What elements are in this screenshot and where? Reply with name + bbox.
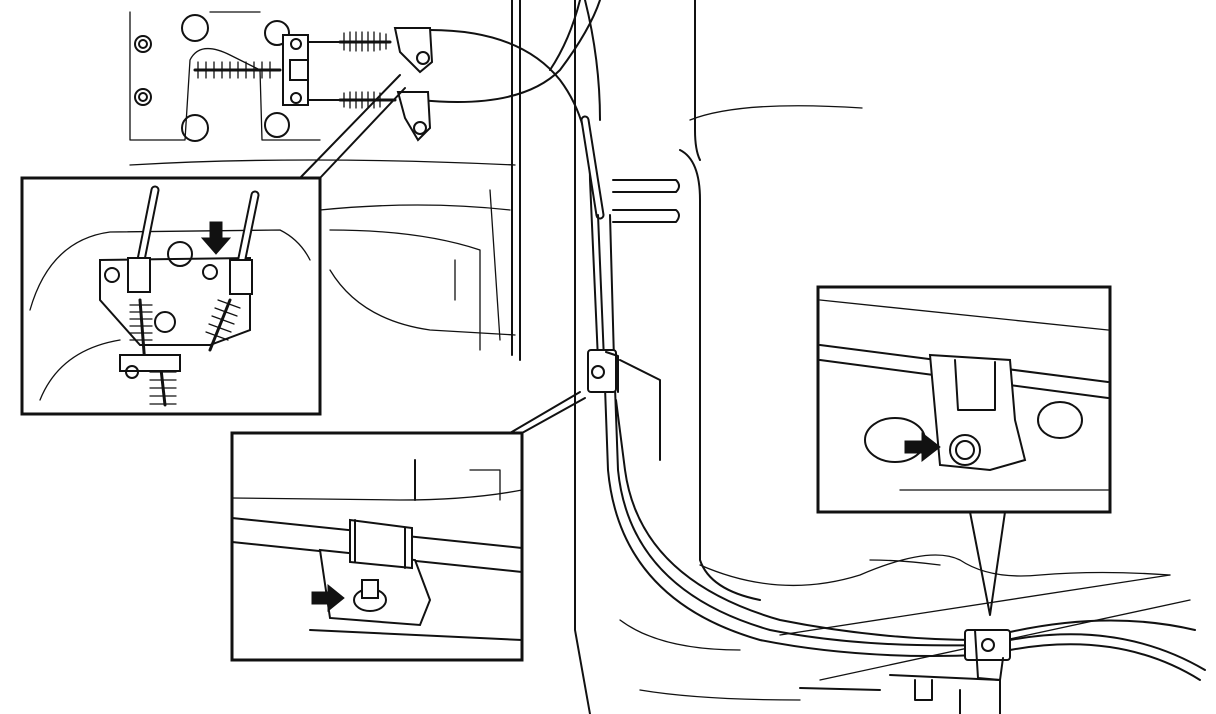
vehicle-floor-structure [129, 0, 1191, 714]
parking-brake-cable-assembly [419, 0, 1206, 681]
black-arrow-right [311, 583, 345, 613]
cable-clip-center [587, 349, 619, 393]
inset-cable-ends-detail [20, 176, 322, 416]
cable-equalizer-and-springs [129, 11, 434, 179]
inset-rear-clip-detail [816, 285, 1112, 616]
black-arrow-down [200, 221, 232, 255]
cable-clip-rear [964, 629, 1011, 681]
black-arrow-right [904, 431, 941, 463]
inset-center-clip-detail [230, 391, 586, 662]
